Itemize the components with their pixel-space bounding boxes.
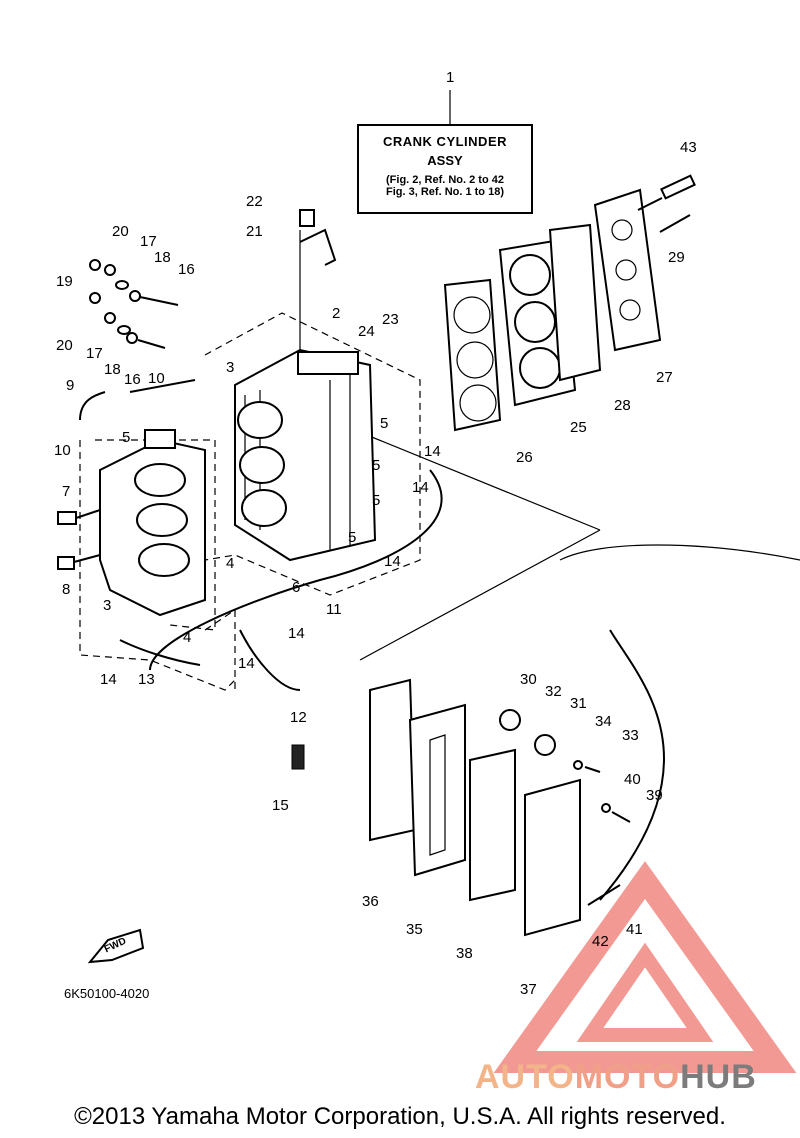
callout-38: 38 bbox=[456, 945, 473, 962]
head-cover bbox=[593, 188, 662, 352]
callout-20: 20 bbox=[112, 223, 129, 240]
callout-13: 13 bbox=[138, 671, 155, 688]
callout-19: 19 bbox=[56, 273, 73, 290]
callout-40: 40 bbox=[624, 771, 641, 788]
cylinder-block bbox=[234, 230, 377, 562]
assembly-reference-line: Fig. 3, Ref. No. 1 to 18) bbox=[386, 186, 504, 198]
callout-11: 11 bbox=[326, 601, 342, 618]
callout-37: 37 bbox=[520, 981, 537, 998]
hoses bbox=[79, 379, 800, 901]
callout-17: 17 bbox=[86, 345, 103, 362]
callout-7: 7 bbox=[62, 483, 70, 500]
callout-9: 9 bbox=[66, 377, 74, 394]
callout-4: 4 bbox=[226, 555, 234, 572]
callout-8: 8 bbox=[62, 581, 70, 598]
callout-43: 43 bbox=[680, 139, 697, 156]
callout-5: 5 bbox=[348, 529, 356, 546]
cover-gasket bbox=[548, 223, 602, 382]
callout-42: 42 bbox=[592, 933, 609, 950]
callouts: 1 2 3 3 4 4 5 5 5 5 5 6 7 8 9 10 10 11 1… bbox=[54, 69, 697, 998]
watermark-part: AUTO bbox=[475, 1058, 575, 1096]
callout-6: 6 bbox=[292, 579, 300, 596]
callout-41: 41 bbox=[626, 921, 643, 938]
callout-15: 15 bbox=[272, 797, 289, 814]
callout-29: 29 bbox=[668, 249, 685, 266]
callout-3: 3 bbox=[226, 359, 234, 376]
callout-22: 22 bbox=[246, 193, 263, 210]
diagram-code: 6K50100-4020 bbox=[64, 986, 150, 1001]
callout-25: 25 bbox=[570, 419, 587, 436]
callout-18: 18 bbox=[154, 249, 171, 266]
callout-17: 17 bbox=[140, 233, 157, 250]
spark-plug bbox=[637, 174, 696, 211]
callout-30: 30 bbox=[520, 671, 537, 688]
assembly-title: CRANK CYLINDER bbox=[383, 134, 507, 149]
head-gasket bbox=[443, 278, 502, 432]
copyright-notice: ©2013 Yamaha Motor Corporation, U.S.A. A… bbox=[74, 1103, 726, 1130]
callout-35: 35 bbox=[406, 921, 423, 938]
callout-20: 20 bbox=[56, 337, 73, 354]
callout-3: 3 bbox=[103, 597, 111, 614]
exhaust-cover-group bbox=[369, 678, 631, 937]
callout-5: 5 bbox=[380, 415, 388, 432]
assembly-note-box: CRANK CYLINDER ASSY (Fig. 2, Ref. No. 2 … bbox=[357, 124, 533, 214]
callout-4: 4 bbox=[183, 629, 191, 646]
callout-33: 33 bbox=[622, 727, 639, 744]
callout-24: 24 bbox=[358, 323, 375, 340]
callout-21: 21 bbox=[246, 223, 263, 240]
assembly-reference-line: (Fig. 2, Ref. No. 2 to 42 bbox=[386, 174, 504, 186]
watermark-text: AUTOMOTOHUB bbox=[475, 1058, 757, 1097]
callout-23: 23 bbox=[382, 311, 399, 328]
callout-18: 18 bbox=[104, 361, 121, 378]
callout-39: 39 bbox=[646, 787, 663, 804]
watermark-part: MOTO bbox=[574, 1058, 681, 1096]
callout-16: 16 bbox=[178, 261, 195, 278]
callout-14: 14 bbox=[424, 443, 441, 460]
callout-1: 1 bbox=[446, 69, 454, 86]
callout-14: 14 bbox=[100, 671, 117, 688]
callout-14: 14 bbox=[238, 655, 255, 672]
crankcase bbox=[99, 429, 206, 617]
callout-10: 10 bbox=[148, 370, 165, 387]
callout-5: 5 bbox=[372, 457, 380, 474]
fwd-arrow bbox=[87, 928, 145, 964]
callout-36: 36 bbox=[362, 893, 379, 910]
callout-12: 12 bbox=[290, 709, 307, 726]
watermark-part: HUB bbox=[680, 1058, 757, 1096]
callout-5: 5 bbox=[372, 492, 380, 509]
callout-27: 27 bbox=[656, 369, 673, 386]
callout-14: 14 bbox=[288, 625, 305, 642]
callout-32: 32 bbox=[545, 683, 562, 700]
callout-2: 2 bbox=[332, 305, 340, 322]
callout-28: 28 bbox=[614, 397, 631, 414]
callout-10: 10 bbox=[54, 442, 71, 459]
callout-34: 34 bbox=[595, 713, 612, 730]
watermark-logo bbox=[493, 861, 797, 1073]
part-15 bbox=[291, 744, 305, 770]
bolts-left bbox=[57, 509, 101, 570]
assembly-subtitle: ASSY bbox=[427, 153, 463, 168]
callout-5: 5 bbox=[122, 429, 130, 446]
callout-26: 26 bbox=[516, 449, 533, 466]
callout-16: 16 bbox=[124, 371, 141, 388]
callout-14: 14 bbox=[384, 553, 401, 570]
fastener-group-upper bbox=[89, 259, 179, 349]
callout-14: 14 bbox=[412, 479, 429, 496]
head-bolt bbox=[659, 214, 691, 233]
callout-31: 31 bbox=[570, 695, 587, 712]
bracket bbox=[299, 209, 337, 266]
